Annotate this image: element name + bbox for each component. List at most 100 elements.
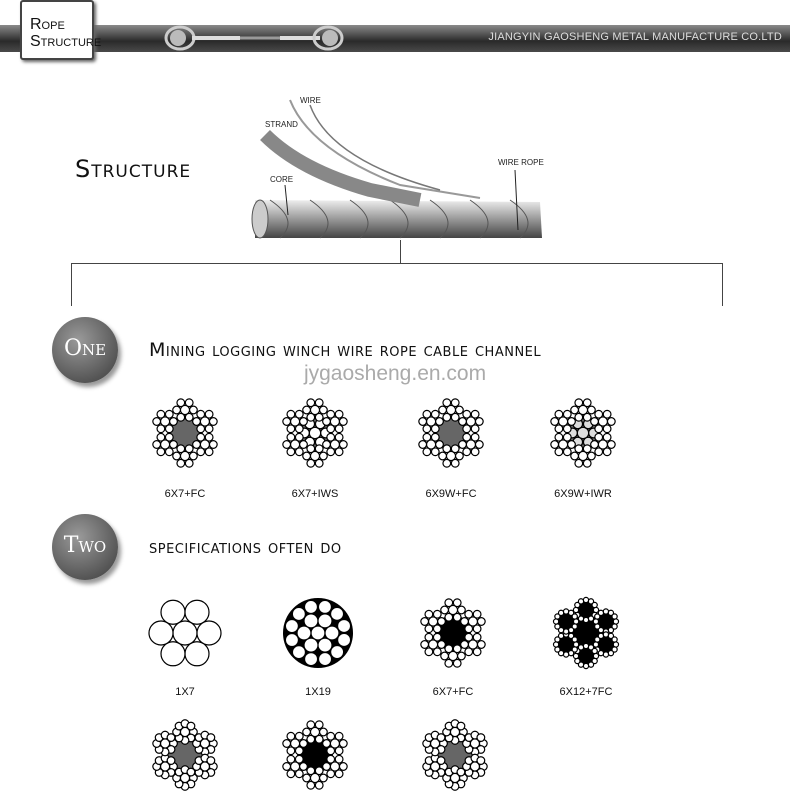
wire — [597, 609, 605, 617]
wire — [567, 609, 575, 617]
wire — [317, 613, 333, 629]
wire — [172, 405, 182, 415]
wire — [294, 424, 304, 434]
wire — [462, 409, 472, 419]
wire — [582, 596, 590, 604]
cross-section-dense — [422, 719, 488, 791]
wire — [306, 766, 316, 776]
wire — [326, 432, 336, 442]
wire — [444, 612, 454, 622]
wire — [582, 412, 592, 422]
wire — [582, 662, 590, 670]
wire — [476, 756, 486, 766]
wire — [587, 615, 595, 622]
wire — [562, 628, 570, 635]
wire — [184, 444, 194, 454]
wire — [452, 644, 462, 654]
wire — [470, 432, 480, 442]
wire — [286, 409, 296, 419]
wire — [611, 613, 618, 620]
wire — [326, 424, 336, 434]
wire — [338, 739, 348, 748]
wire — [291, 606, 306, 622]
wire — [166, 733, 176, 743]
wire-sling-icon — [164, 25, 344, 51]
wire — [554, 447, 564, 457]
wire — [611, 636, 618, 643]
wire — [184, 458, 194, 468]
wire — [594, 623, 601, 630]
wire — [318, 773, 328, 783]
wire — [314, 458, 324, 468]
wire — [430, 432, 440, 442]
wire — [432, 647, 442, 657]
wire — [591, 601, 598, 609]
wire — [318, 451, 328, 461]
cross-section-label: 6X7+FC — [164, 488, 206, 500]
badge-one: One — [52, 317, 118, 383]
wire — [577, 661, 585, 668]
wire — [456, 651, 466, 661]
page-title-box: Rope Structure — [20, 0, 101, 60]
wire — [303, 651, 319, 667]
wire — [592, 652, 600, 660]
wire — [302, 773, 312, 783]
wire — [470, 447, 480, 457]
cross-section-6x12-7fc — [552, 596, 620, 670]
wire — [607, 626, 615, 634]
wire — [306, 780, 316, 790]
wire — [562, 424, 572, 434]
wire — [314, 444, 324, 454]
wire — [334, 754, 344, 764]
wire — [169, 440, 178, 449]
wire — [607, 649, 615, 657]
wire — [317, 637, 333, 653]
wire — [462, 447, 472, 457]
wire — [303, 613, 319, 629]
wire — [184, 641, 210, 667]
wire — [567, 417, 576, 426]
wire — [314, 398, 324, 408]
wire-rope-diagram — [251, 99, 542, 239]
wire — [418, 440, 428, 449]
wire — [602, 432, 612, 442]
wire — [196, 432, 206, 442]
wire — [574, 398, 584, 408]
wire — [567, 626, 575, 634]
wire — [476, 640, 486, 649]
wire — [156, 424, 166, 434]
wire — [567, 440, 576, 449]
wire — [156, 409, 166, 419]
wire — [176, 398, 186, 408]
wire — [437, 640, 446, 649]
wire — [314, 720, 324, 730]
wire — [562, 447, 572, 457]
wire — [436, 756, 446, 766]
label-wire-rope: WIRE ROPE — [498, 158, 544, 167]
bracket-right — [722, 263, 723, 306]
section-one-heading: Mining logging winch wire rope cable cha… — [149, 339, 542, 361]
wire — [334, 769, 344, 779]
section-two-heading: specifications often do — [149, 536, 342, 558]
wire — [196, 409, 206, 419]
wire — [176, 412, 186, 422]
wire — [314, 412, 324, 422]
wire — [456, 767, 466, 777]
wire — [572, 618, 580, 625]
wire — [587, 644, 595, 651]
wire — [582, 398, 592, 408]
cross-section-6x9w-iwr — [550, 398, 616, 468]
wire — [437, 617, 446, 626]
wire — [286, 432, 296, 442]
wire — [554, 623, 561, 630]
wire — [299, 762, 308, 771]
wire — [329, 606, 345, 621]
company-name: JIANGYIN GAOSHENG METAL MANUFACTURE CO.L… — [488, 31, 782, 43]
wire — [334, 424, 344, 434]
wire — [470, 424, 480, 434]
wire — [452, 598, 462, 608]
wire — [160, 641, 186, 667]
cross-section-6x9w-fc — [418, 398, 484, 468]
wire — [164, 432, 174, 442]
wire — [440, 605, 450, 615]
